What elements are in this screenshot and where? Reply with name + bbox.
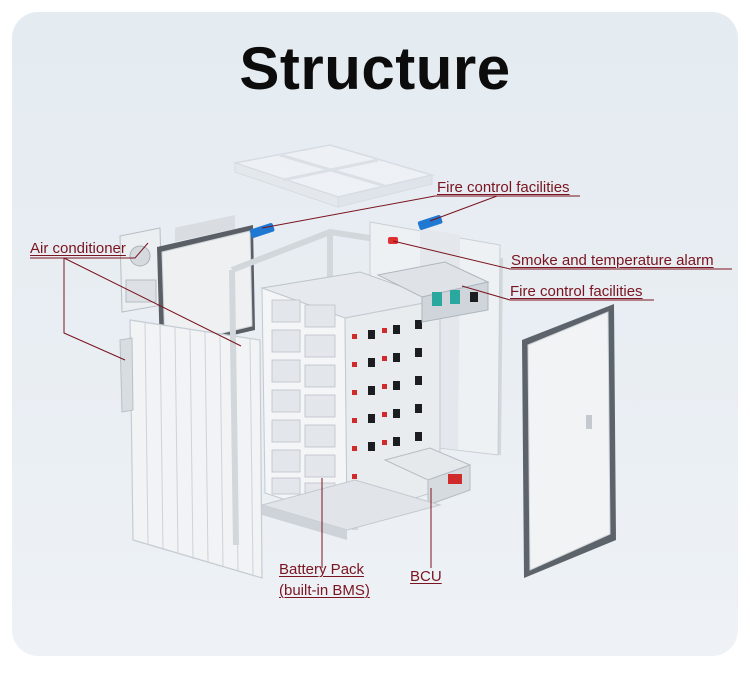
fire-nozzle-left — [249, 223, 275, 238]
air-conditioner-unit — [119, 227, 163, 313]
bcu-unit — [383, 447, 472, 506]
label-bcu: BCU — [410, 568, 442, 585]
label-battery-pack-bms: (built-in BMS) — [279, 582, 370, 599]
label-fire-control-side: Fire control facilities — [510, 283, 643, 300]
fire-nozzle-right — [417, 215, 443, 230]
label-air-conditioner: Air conditioner — [30, 240, 126, 257]
label-smoke-temperature-alarm: Smoke and temperature alarm — [511, 252, 714, 269]
right-door — [522, 304, 616, 578]
roof-panel — [232, 144, 435, 208]
label-battery-pack: Battery Pack — [279, 561, 365, 578]
base-platform — [260, 479, 442, 540]
battery-rack — [260, 271, 442, 521]
smoke-alarm-device — [388, 237, 398, 244]
left-side-panel — [119, 319, 263, 579]
leader-lines — [30, 195, 732, 568]
label-fire-control-top: Fire control facilities — [437, 179, 570, 196]
page-title: Structure — [239, 35, 511, 102]
fire-control-module — [376, 261, 490, 323]
